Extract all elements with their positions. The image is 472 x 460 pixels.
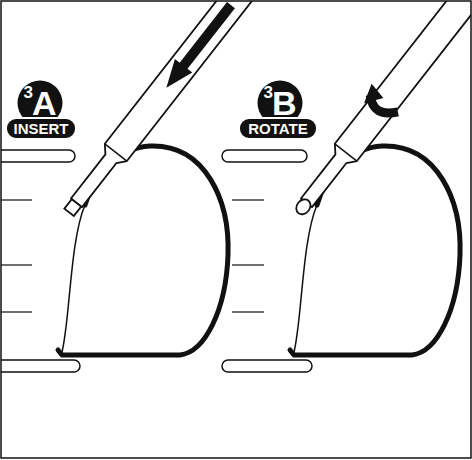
insertion-tool	[58, 1, 344, 221]
step-label: INSERT	[13, 121, 68, 136]
insert-arrow	[158, 1, 240, 95]
ear-tip	[1, 146, 228, 372]
insertion-tool	[281, 1, 471, 223]
step-banner: INSERT	[5, 117, 77, 140]
step-number: 3	[23, 84, 32, 101]
step-letter: B	[272, 86, 297, 120]
rotate-arrow-head	[359, 84, 385, 111]
step-label: ROTATE	[248, 121, 307, 136]
step-letter: A	[32, 86, 57, 120]
step-banner: ROTATE	[238, 117, 318, 140]
ear-tip	[222, 146, 460, 372]
step-number: 3	[263, 84, 272, 101]
